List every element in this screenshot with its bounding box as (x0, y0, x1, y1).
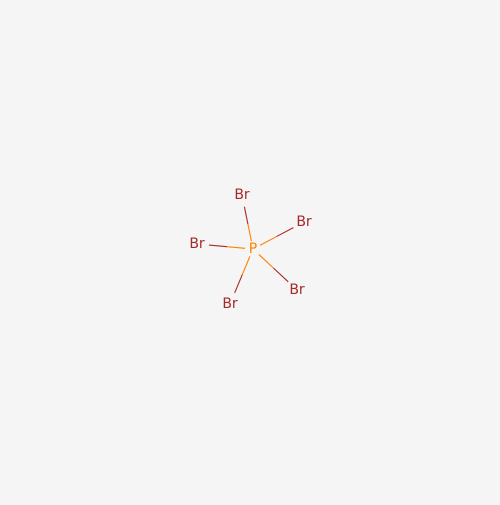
atom-p: P (249, 241, 257, 257)
bond-half-br (234, 274, 243, 294)
atom-br-2: Br (296, 214, 312, 230)
atom-br-3: Br (189, 236, 205, 252)
bond-half-p (259, 235, 277, 246)
bond-p-br-3 (208, 244, 246, 249)
bond-p-br-5 (234, 256, 251, 294)
bond-half-p (247, 223, 252, 242)
bond-half-p (226, 246, 246, 249)
bond-half-br (276, 227, 294, 237)
bond-half-p (241, 256, 251, 275)
atom-br-5: Br (222, 296, 238, 312)
bond-half-br (208, 244, 228, 248)
bond-half-p (258, 254, 274, 269)
bond-half-br (243, 206, 249, 225)
bond-p-br-2 (259, 227, 294, 246)
bonds-layer (208, 206, 294, 294)
bond-half-br (273, 267, 289, 283)
bond-p-br-4 (258, 254, 289, 283)
atoms-layer: P Br Br Br Br Br (189, 187, 312, 312)
atom-br-1: Br (234, 187, 250, 203)
bond-p-br-1 (243, 206, 252, 242)
atom-br-4: Br (289, 282, 305, 298)
